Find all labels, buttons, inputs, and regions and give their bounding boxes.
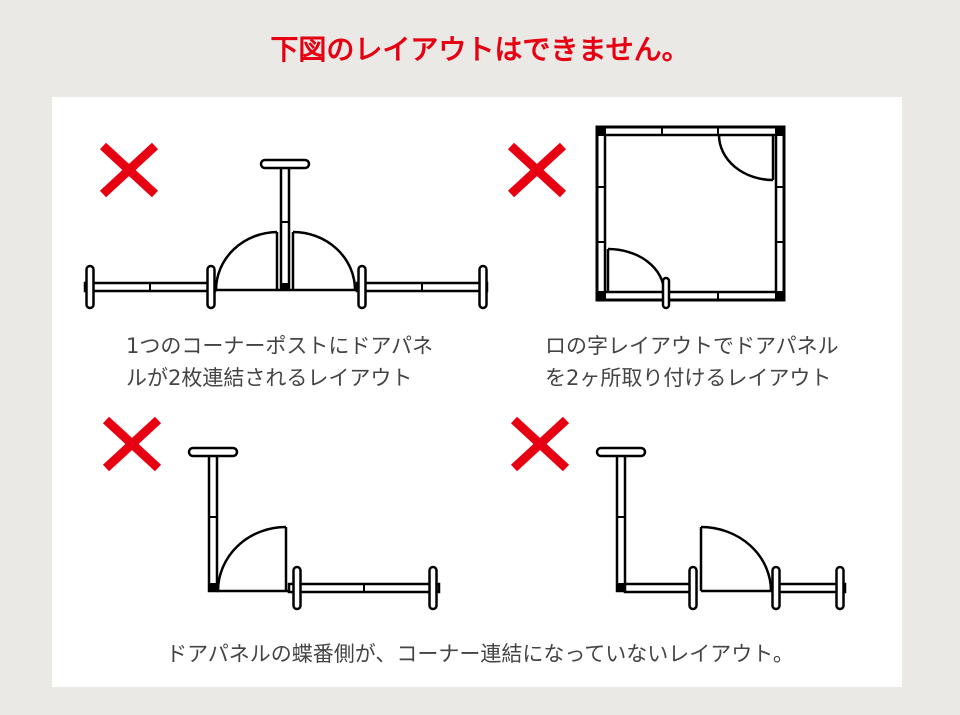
cross-icon bbox=[103, 146, 155, 194]
caption-line: を2ヶ所取り付けるレイアウト bbox=[545, 366, 832, 390]
page-title: 下図のレイアウトはできません。 bbox=[270, 33, 690, 66]
diagram-panel bbox=[52, 97, 902, 687]
footer-caption: ドアパネルの蝶番側が、コーナー連結になっていないレイアウト。 bbox=[166, 642, 794, 666]
diagram-l-layout-a bbox=[187, 446, 441, 611]
cross-icon bbox=[514, 420, 566, 468]
caption-line: ロの字レイアウトでドアパネル bbox=[545, 334, 839, 358]
caption-square-layout-two-doors: ロの字レイアウトでドアパネル を2ヶ所取り付けるレイアウト bbox=[545, 330, 839, 394]
diagram-square-layout-two-doors bbox=[595, 125, 786, 310]
cross-icon bbox=[106, 420, 158, 468]
caption-line: 1つのコーナーポストにドアパネ bbox=[126, 334, 433, 358]
caption-corner-post-two-doors: 1つのコーナーポストにドアパネ ルが2枚連結されるレイアウト bbox=[126, 330, 433, 394]
cross-icon bbox=[511, 146, 563, 194]
diagram-corner-post-two-doors bbox=[83, 158, 489, 310]
diagram-l-layout-b bbox=[595, 446, 847, 611]
caption-line: ルが2枚連結されるレイアウト bbox=[126, 366, 413, 390]
